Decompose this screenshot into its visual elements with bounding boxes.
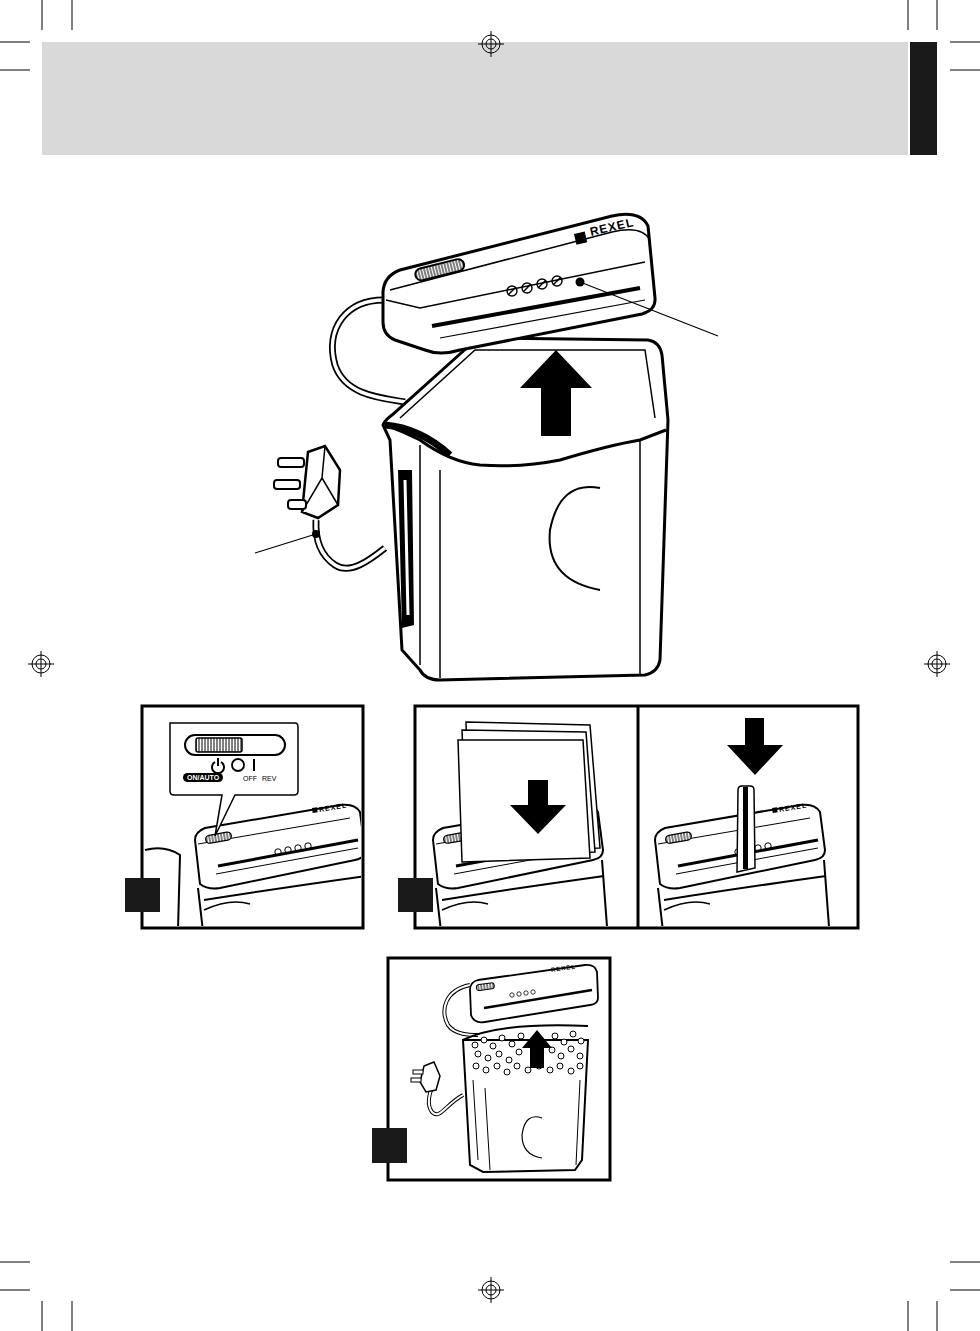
brand-logo: REXEL [551,964,577,973]
brand-logo: REXEL [778,802,807,813]
brand-logo: REXEL [318,802,347,813]
switch-label: OFF [243,775,257,782]
brand-logo: REXEL [589,216,636,238]
switch-label: ON/AUTO [183,773,223,782]
switch-label: REV [262,775,276,782]
